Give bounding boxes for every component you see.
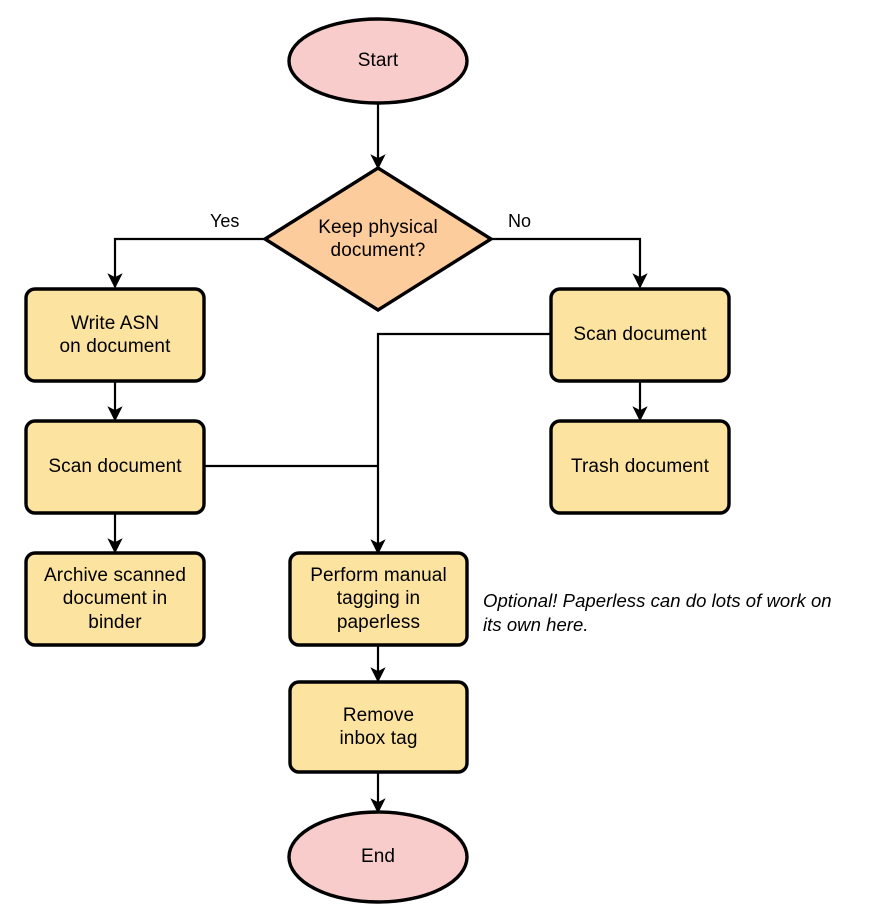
node-write-asn-shape[interactable] (24, 287, 206, 383)
node-layer (24, 17, 731, 904)
connector-layer (107, 102, 648, 814)
node-scan-right-shape[interactable] (549, 287, 731, 383)
optional-note: Optional! Paperless can do lots of work … (483, 590, 832, 635)
edge-decision-no-to-scan-right (491, 237, 648, 289)
edge-scan-right-to-tagging (370, 332, 551, 555)
node-start-shape[interactable] (287, 17, 469, 105)
edge-decision-yes-to-write-asn (107, 237, 265, 289)
edge-label-yes: Yes (210, 211, 240, 231)
edge-label-no: No (508, 211, 532, 231)
node-tagging-shape[interactable] (288, 551, 469, 647)
node-end-shape[interactable] (287, 810, 469, 904)
node-scan-left-shape[interactable] (24, 419, 206, 515)
node-trash-shape[interactable] (549, 419, 731, 515)
node-archive-shape[interactable] (24, 551, 206, 647)
node-decision-shape[interactable] (261, 165, 495, 313)
node-remove-inbox-shape[interactable] (288, 680, 469, 774)
